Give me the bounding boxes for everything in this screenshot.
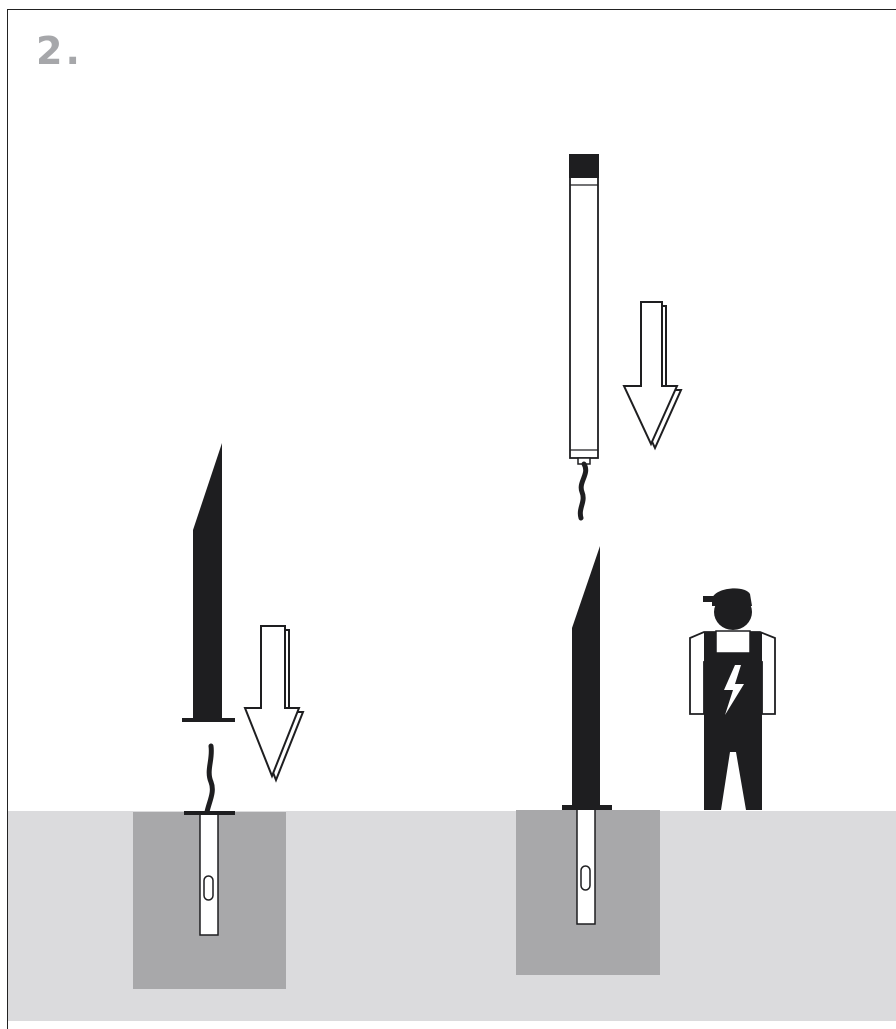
bollard-post-right	[562, 546, 612, 810]
bollard-post-left	[182, 443, 235, 722]
step-number: 2.	[36, 29, 83, 73]
ground-anchor-left	[184, 811, 235, 936]
diagram-frame	[7, 9, 896, 1029]
electrician-icon	[689, 588, 776, 810]
ground-anchor-right	[576, 807, 596, 925]
down-arrow-icon	[622, 301, 683, 451]
light-tube	[569, 154, 599, 465]
lightning-bolt-icon	[724, 665, 744, 715]
cable-icon	[204, 743, 215, 815]
cable-icon	[577, 461, 589, 521]
down-arrow-icon	[243, 625, 305, 783]
